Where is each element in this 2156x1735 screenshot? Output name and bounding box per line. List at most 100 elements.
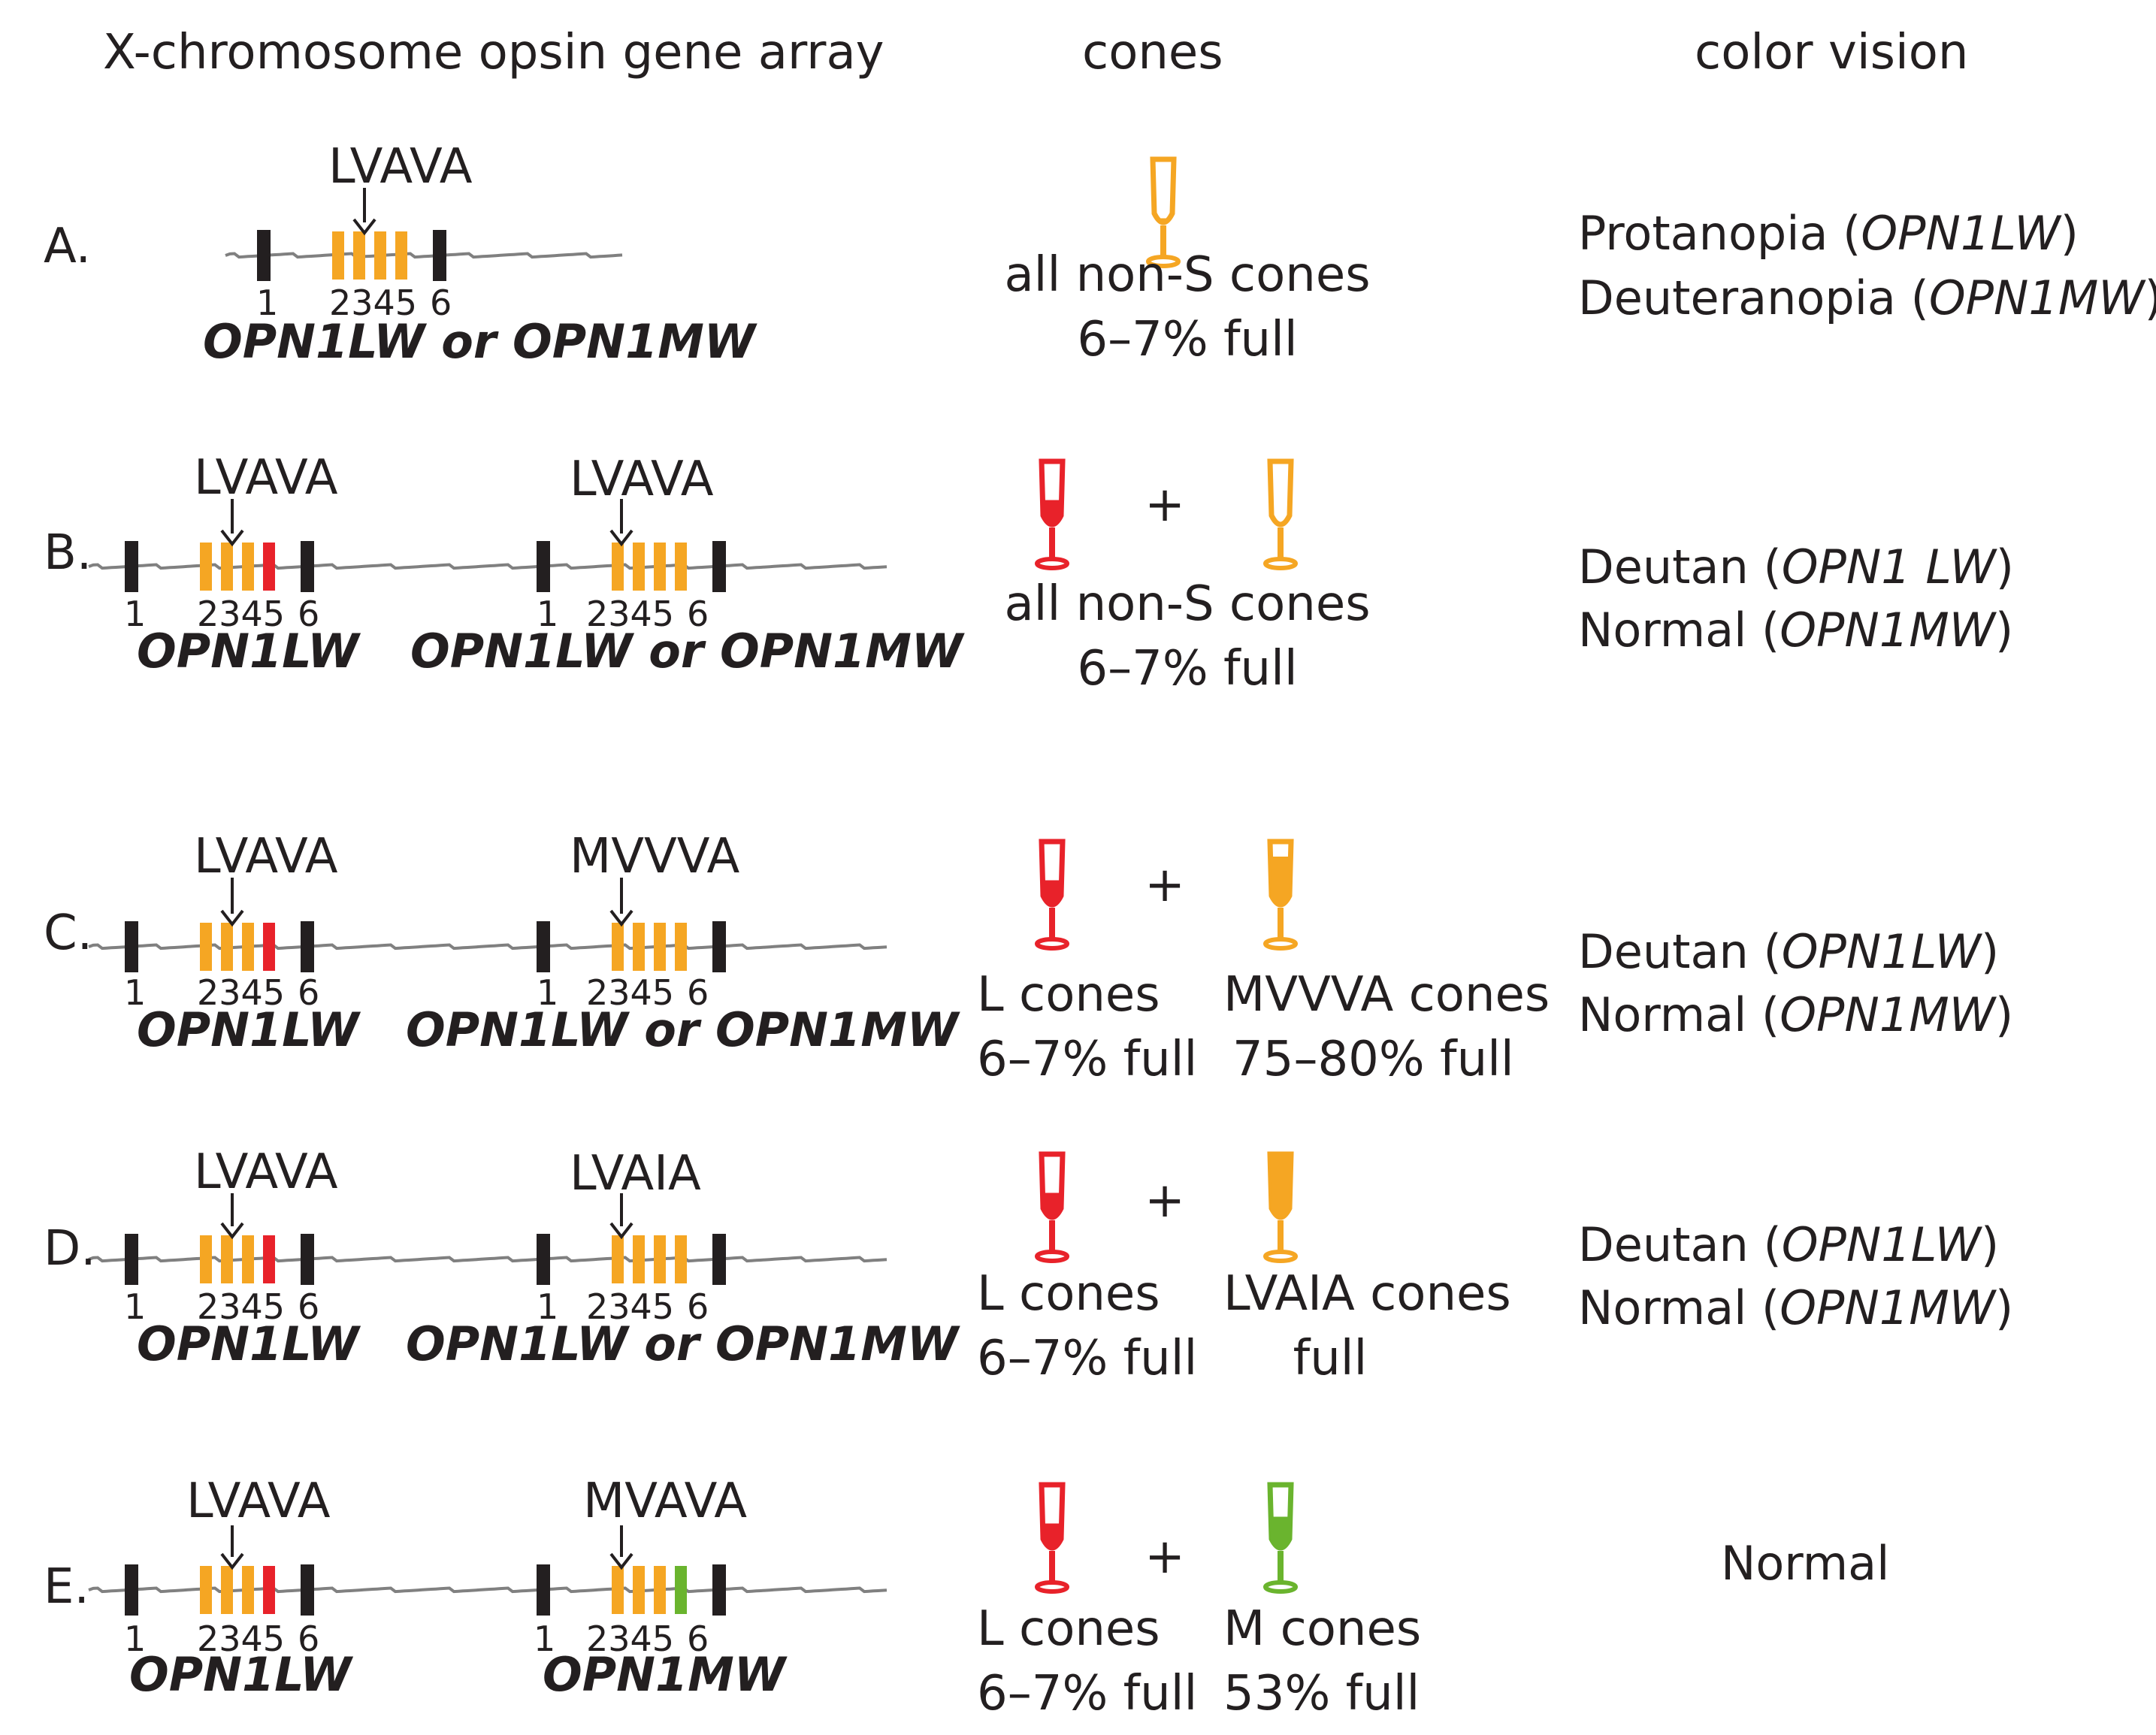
gene-name: OPN1LW or OPN1MW	[410, 624, 963, 679]
arrow-head	[352, 218, 376, 236]
exon-2-box	[332, 231, 344, 280]
exon-5-box	[395, 231, 407, 280]
gene-name: OPN1LW	[137, 624, 359, 679]
gene-name: OPN1LW	[137, 1002, 359, 1057]
arrow-head	[220, 909, 244, 927]
color-vision-line: Normal	[1721, 1536, 1890, 1591]
exon-1-label: 1	[124, 1286, 147, 1327]
arrow-head	[609, 529, 633, 547]
exon-1-label: 1	[124, 594, 147, 634]
plus-sign: +	[1145, 477, 1185, 533]
gene-name: OPN1MW	[543, 1647, 786, 1702]
cone-fill	[1042, 1192, 1062, 1217]
exon-6-box	[712, 1564, 726, 1616]
cone-base	[1263, 1250, 1298, 1263]
exon-5-box	[675, 1566, 687, 1614]
gene-name: OPN1LW or OPN1MW	[406, 1316, 959, 1371]
motif-label: LVAVA	[194, 1144, 338, 1200]
cone-description: L cones	[977, 1266, 1160, 1322]
cone-description: all non-S cones	[1004, 576, 1371, 632]
exon-1-label: 1	[537, 972, 559, 1013]
cone-fill-level: 6–7% full	[977, 1666, 1198, 1721]
cone-stem	[1278, 1551, 1284, 1584]
exon-2-box	[200, 1235, 212, 1283]
exon-6-label: 6	[298, 972, 320, 1013]
exon-6-label: 6	[687, 972, 709, 1013]
cone-fill	[1042, 1523, 1062, 1548]
exon-4-box	[654, 1235, 666, 1283]
exon-4-box	[242, 1235, 254, 1283]
cone-stem	[1049, 1551, 1055, 1584]
plus-sign: +	[1145, 1173, 1185, 1229]
exon-6-box	[433, 230, 446, 281]
row-label: C.	[44, 905, 93, 961]
gene-name: OPN1LW or OPN1MW	[203, 314, 756, 369]
exon-4-box	[242, 923, 254, 971]
color-vision-line: Protanopia (OPN1LW)	[1578, 206, 2079, 261]
exon-1-box	[125, 1564, 138, 1616]
cone-fill	[1270, 1156, 1291, 1217]
exon-2-5-label: 2345	[586, 1286, 675, 1327]
exon-4-box	[374, 231, 386, 280]
exon-1-box	[537, 1564, 550, 1616]
motif-label: LVAVA	[194, 829, 338, 884]
exon-3-box	[353, 231, 365, 280]
cone-stem	[1278, 527, 1284, 561]
color-vision-line: Normal (OPN1MW)	[1578, 987, 2014, 1042]
row-label: E.	[44, 1559, 89, 1615]
exon-4-box	[242, 543, 254, 591]
row-label: B.	[44, 525, 92, 581]
cone-description: L cones	[977, 1601, 1160, 1657]
chromosome-line	[225, 252, 623, 259]
exon-6-box	[301, 921, 314, 972]
exon-1-label: 1	[537, 594, 559, 634]
exon-4-box	[654, 543, 666, 591]
cone-fill	[1157, 218, 1169, 222]
exon-2-5-label: 2345	[197, 972, 286, 1013]
cone-fill	[1042, 500, 1062, 524]
motif-label: LVAVA	[194, 450, 338, 506]
cone-base	[1146, 255, 1181, 268]
exon-6-label: 6	[687, 594, 709, 634]
exon-1-label: 1	[537, 1286, 559, 1327]
exon-3-box	[221, 1566, 233, 1614]
cone-stem	[1278, 1220, 1284, 1253]
exon-6-label: 6	[298, 1619, 320, 1659]
exon-1-label: 1	[534, 1619, 556, 1659]
exon-2-5-label: 2345	[329, 283, 418, 323]
exon-3-box	[221, 923, 233, 971]
exon-1-box	[125, 1234, 138, 1285]
exon-2-box	[612, 1235, 624, 1283]
exon-4-box	[654, 1566, 666, 1614]
exon-6-label: 6	[430, 283, 452, 323]
cone-fill-level: 6–7% full	[1077, 312, 1298, 367]
cone-stem	[1049, 1220, 1055, 1253]
exon-3-box	[221, 543, 233, 591]
cone-fill-level: 75–80% full	[1232, 1032, 1514, 1087]
cone-fill-level: 53% full	[1223, 1666, 1420, 1721]
exon-2-5-label: 2345	[197, 1619, 286, 1659]
exon-1-box	[125, 541, 138, 592]
header-color-vision: color vision	[1695, 25, 1969, 80]
exon-6-label: 6	[687, 1286, 709, 1327]
color-vision-line: Deuteranopia (OPN1MW)	[1578, 271, 2156, 325]
exon-2-5-label: 2345	[197, 594, 286, 634]
exon-5-box	[675, 1235, 687, 1283]
exon-6-label: 6	[687, 1619, 709, 1659]
exon-2-5-label: 2345	[586, 1619, 675, 1659]
cone-base	[1263, 557, 1298, 570]
exon-6-label: 6	[298, 1286, 320, 1327]
cone-outline	[1150, 156, 1177, 225]
exon-2-box	[612, 1566, 624, 1614]
arrow-head	[609, 1552, 633, 1570]
motif-label: LVAVA	[328, 139, 473, 195]
exon-1-box	[257, 230, 271, 281]
exon-5-box	[263, 923, 275, 971]
cone-stem	[1049, 527, 1055, 561]
cone-base	[1035, 937, 1069, 951]
cone-fill-level: 6–7% full	[977, 1032, 1198, 1087]
cone-fill-level: full	[1293, 1331, 1368, 1386]
exon-1-box	[537, 1234, 550, 1285]
exon-2-box	[612, 543, 624, 591]
